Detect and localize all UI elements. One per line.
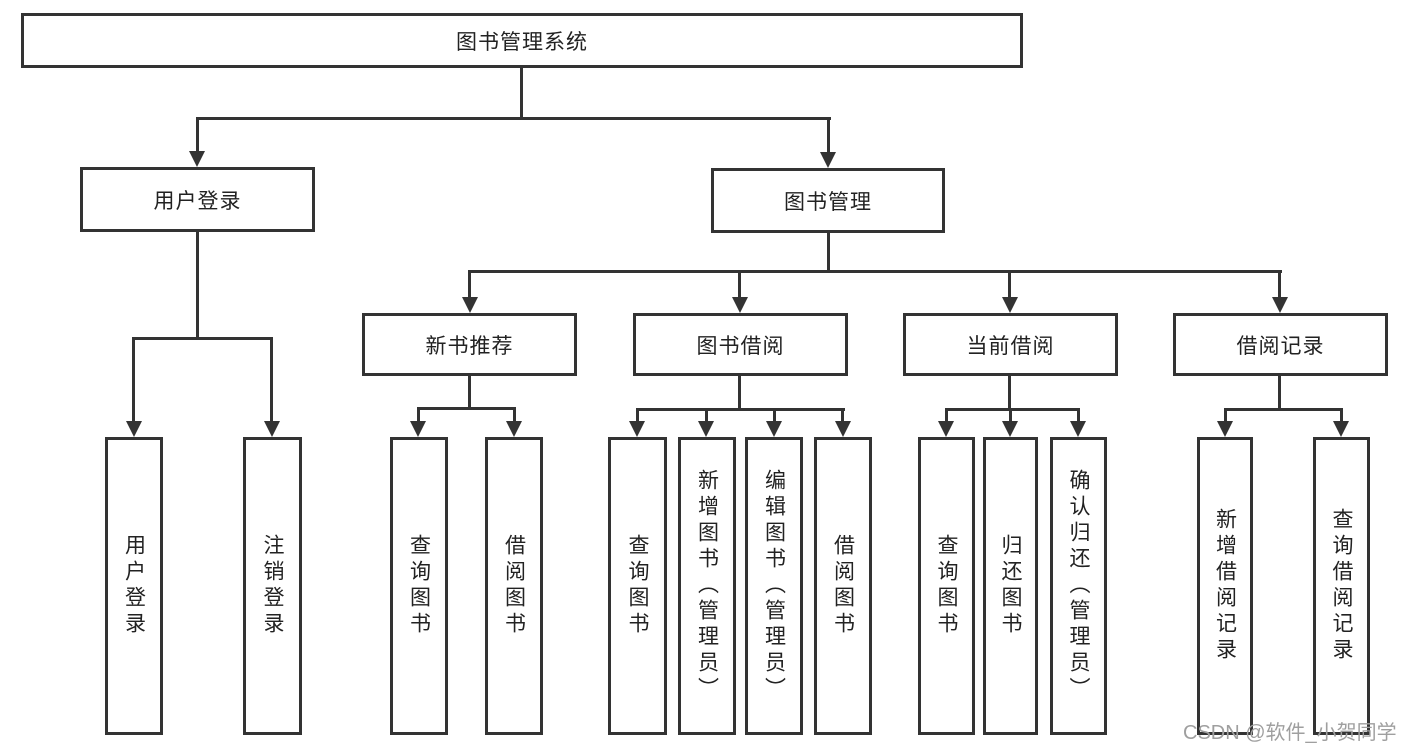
leaf-label: 借阅图书 bbox=[831, 534, 855, 638]
leaf-query-borrow-record: 查询借阅记录 bbox=[1313, 437, 1370, 735]
down-arrow-icon bbox=[189, 151, 205, 167]
connector-line bbox=[1008, 270, 1011, 300]
leaf-label: 用户登录 bbox=[122, 534, 146, 638]
down-arrow-icon bbox=[264, 421, 280, 437]
node-label: 新书推荐 bbox=[425, 334, 514, 358]
connector-line bbox=[513, 407, 516, 425]
leaf-label: 新增图书（管理员） bbox=[695, 469, 719, 703]
connector-line bbox=[738, 270, 741, 300]
connector-line bbox=[133, 337, 273, 340]
leaf-logout: 注销登录 bbox=[243, 437, 302, 735]
node-label: 用户登录 bbox=[153, 189, 242, 213]
down-arrow-icon bbox=[506, 421, 522, 437]
leaf-query-books: 查询图书 bbox=[608, 437, 667, 735]
connector-line bbox=[520, 66, 523, 119]
connector-line bbox=[1224, 408, 1343, 411]
leaf-confirm-return-admin: 确认归还（管理员） bbox=[1050, 437, 1107, 735]
connector-line bbox=[1008, 376, 1011, 410]
connector-line bbox=[827, 117, 830, 154]
down-arrow-icon bbox=[1217, 421, 1233, 437]
leaf-add-borrow-record: 新增借阅记录 bbox=[1197, 437, 1253, 735]
down-arrow-icon bbox=[629, 421, 645, 437]
connector-line bbox=[945, 408, 1080, 411]
connector-line bbox=[417, 407, 420, 425]
connector-line bbox=[738, 376, 741, 410]
node-label: 图书管理系统 bbox=[456, 30, 588, 54]
down-arrow-icon bbox=[835, 421, 851, 437]
down-arrow-icon bbox=[820, 152, 836, 168]
node-label: 图书借阅 bbox=[696, 334, 785, 358]
connector-line bbox=[468, 376, 471, 409]
connector-line bbox=[196, 117, 831, 120]
leaf-borrow-books: 借阅图书 bbox=[814, 437, 872, 735]
node-library-management-system: 图书管理系统 bbox=[21, 13, 1023, 68]
leaf-query-books: 查询图书 bbox=[390, 437, 448, 735]
csdn-watermark: CSDN @软件_小贺同学 bbox=[1183, 722, 1397, 744]
connector-line bbox=[705, 408, 708, 425]
leaf-label: 归还图书 bbox=[999, 534, 1022, 638]
node-label: 图书管理 bbox=[784, 190, 872, 214]
down-arrow-icon bbox=[938, 421, 954, 437]
connector-line bbox=[1224, 408, 1227, 425]
connector-line bbox=[1340, 408, 1343, 425]
connector-line bbox=[827, 233, 830, 273]
leaf-edit-books-admin: 编辑图书（管理员） bbox=[745, 437, 803, 735]
connector-line bbox=[196, 117, 199, 153]
leaf-label: 查询图书 bbox=[407, 534, 431, 638]
connector-line bbox=[469, 270, 1282, 273]
down-arrow-icon bbox=[766, 421, 782, 437]
connector-line bbox=[636, 408, 845, 411]
node-borrowing-records: 借阅记录 bbox=[1173, 313, 1388, 376]
connector-line bbox=[1009, 408, 1012, 425]
node-label: 借阅记录 bbox=[1236, 334, 1325, 358]
connector-line bbox=[945, 408, 948, 425]
node-new-book-recommendation: 新书推荐 bbox=[362, 313, 577, 376]
leaf-return-books: 归还图书 bbox=[983, 437, 1038, 735]
down-arrow-icon bbox=[1070, 421, 1086, 437]
leaf-label: 查询图书 bbox=[935, 534, 958, 638]
down-arrow-icon bbox=[732, 297, 748, 313]
leaf-label: 借阅图书 bbox=[502, 534, 526, 638]
node-user-login: 用户登录 bbox=[80, 167, 315, 232]
connector-line bbox=[636, 408, 639, 425]
connector-line bbox=[1077, 408, 1080, 425]
node-book-management: 图书管理 bbox=[711, 168, 945, 233]
connector-line bbox=[132, 337, 135, 425]
leaf-label: 确认归还（管理员） bbox=[1067, 469, 1090, 703]
down-arrow-icon bbox=[1002, 297, 1018, 313]
node-current-borrowing: 当前借阅 bbox=[903, 313, 1118, 376]
down-arrow-icon bbox=[410, 421, 426, 437]
down-arrow-icon bbox=[462, 297, 478, 313]
leaf-query-books: 查询图书 bbox=[918, 437, 975, 735]
leaf-user-login: 用户登录 bbox=[105, 437, 163, 735]
connector-line bbox=[468, 270, 471, 300]
leaf-borrow-books: 借阅图书 bbox=[485, 437, 543, 735]
node-label: 当前借阅 bbox=[966, 334, 1055, 358]
connector-line bbox=[773, 408, 776, 425]
down-arrow-icon bbox=[1002, 421, 1018, 437]
leaf-label: 查询借阅记录 bbox=[1330, 508, 1353, 664]
connector-line bbox=[1278, 270, 1281, 300]
connector-line bbox=[1278, 376, 1281, 410]
leaf-label: 注销登录 bbox=[261, 534, 284, 638]
down-arrow-icon bbox=[1333, 421, 1349, 437]
connector-line bbox=[270, 337, 273, 425]
down-arrow-icon bbox=[1272, 297, 1288, 313]
down-arrow-icon bbox=[698, 421, 714, 437]
node-book-borrowing: 图书借阅 bbox=[633, 313, 848, 376]
leaf-label: 编辑图书（管理员） bbox=[762, 469, 786, 703]
leaf-label: 新增借阅记录 bbox=[1213, 508, 1237, 664]
connector-line bbox=[196, 232, 199, 340]
leaf-add-books-admin: 新增图书（管理员） bbox=[678, 437, 736, 735]
down-arrow-icon bbox=[126, 421, 142, 437]
connector-line bbox=[417, 407, 516, 410]
leaf-label: 查询图书 bbox=[626, 534, 649, 638]
connector-line bbox=[841, 408, 844, 425]
